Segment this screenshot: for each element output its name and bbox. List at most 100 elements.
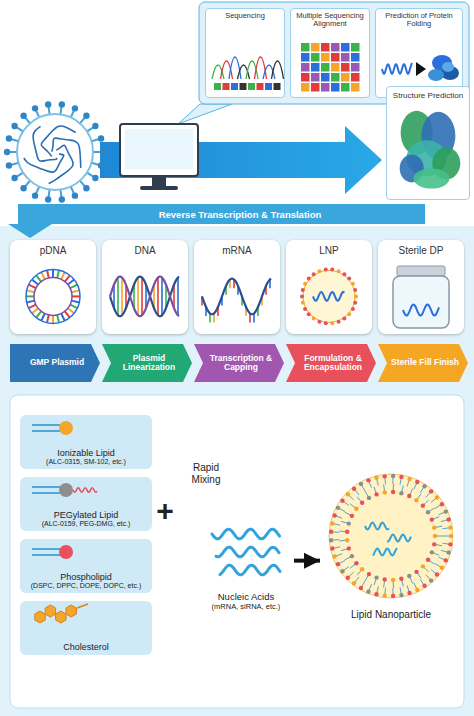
art-shape <box>65 275 70 281</box>
node-title: Sequencing <box>225 12 265 20</box>
band-arrow <box>8 204 425 238</box>
node-title: Structure Prediction <box>393 91 463 100</box>
art-shape <box>430 550 434 554</box>
art-shape <box>98 162 104 168</box>
art-shape <box>414 570 418 574</box>
art-shape <box>229 57 241 79</box>
art-shape <box>29 305 36 308</box>
art-shape <box>36 275 41 281</box>
art-shape <box>331 53 340 62</box>
art-shape <box>374 592 378 596</box>
art-shape <box>391 578 395 582</box>
art-shape <box>413 169 449 189</box>
art-shape <box>59 421 73 435</box>
art-shape <box>68 308 74 313</box>
art-shape <box>415 588 419 592</box>
art-shape <box>353 288 357 292</box>
text-holder: Ionizable Lipid(ALC-0315, SM-102, etc.) <box>20 415 152 469</box>
virus-illustration <box>4 101 106 202</box>
text-holder: Cholesterol <box>20 601 152 655</box>
art-shape <box>332 513 336 517</box>
art-shape <box>41 272 44 279</box>
art-shape <box>346 492 350 496</box>
node-title: Sterile Fill Finish <box>391 358 459 367</box>
art-shape <box>350 554 354 558</box>
art-shape <box>407 574 411 578</box>
art-shape <box>141 277 143 315</box>
art-shape <box>59 196 65 202</box>
node-illustration <box>320 472 462 622</box>
art-shape <box>331 43 340 52</box>
art-shape <box>435 495 439 499</box>
art-shape <box>347 521 351 525</box>
art-shape <box>321 83 330 92</box>
art-shape <box>345 530 349 534</box>
art-shape <box>32 492 60 494</box>
art-shape <box>341 63 350 72</box>
art-shape <box>330 521 334 525</box>
node-title: mRNA <box>222 245 251 256</box>
art-shape <box>342 272 346 276</box>
art-shape <box>329 530 333 534</box>
art-shape <box>383 474 387 478</box>
art-shape <box>340 569 344 573</box>
art-shape <box>329 474 453 598</box>
lipid-box: Cholesterol <box>20 601 152 655</box>
art-shape <box>432 525 436 529</box>
art-shape <box>354 294 358 298</box>
art-shape <box>407 494 411 498</box>
art-shape <box>421 503 425 507</box>
node-title: Lipid Nanoparticle <box>351 609 431 620</box>
process-step: GMP Plasmid <box>10 344 100 382</box>
art-shape <box>52 269 54 277</box>
art-shape <box>341 83 350 92</box>
art-shape <box>374 492 378 496</box>
text-holder: Structure Prediction <box>387 87 469 199</box>
process-panel <box>0 226 474 716</box>
node-title: LNP <box>319 245 338 256</box>
art-shape <box>257 83 264 90</box>
art-shape <box>440 502 444 506</box>
plus-sign: + <box>150 494 180 529</box>
node-title: Nucleic Acids <box>218 592 275 603</box>
art-shape <box>61 272 64 279</box>
art-shape <box>110 277 179 317</box>
art-shape <box>68 280 74 285</box>
node-title: Formulation & Encapsulation <box>298 354 368 373</box>
art-shape <box>240 83 247 90</box>
art-shape <box>11 175 17 181</box>
node-title: pDNA <box>40 245 67 256</box>
art-shape <box>430 517 434 521</box>
art-shape <box>72 290 80 292</box>
art-shape <box>157 277 159 315</box>
text-holder: Transcription & Capping <box>194 344 284 382</box>
art-shape <box>366 589 370 593</box>
art-shape <box>367 572 371 576</box>
art-shape <box>59 101 65 107</box>
art-shape <box>286 344 376 382</box>
art-shape <box>102 344 192 382</box>
art-shape <box>36 311 41 317</box>
art-shape <box>399 577 403 581</box>
art-shape <box>303 270 355 322</box>
art-shape <box>10 344 100 382</box>
art-shape <box>59 545 73 559</box>
art-shape <box>32 424 60 426</box>
art-shape <box>272 61 284 79</box>
art-shape <box>72 192 78 198</box>
art-shape <box>336 562 340 566</box>
art-shape <box>350 514 354 518</box>
lipid-box: Phospholipid(DSPC, DPPC, DOPE, DOPC, etc… <box>20 539 152 593</box>
art-shape <box>312 272 316 276</box>
art-shape <box>351 282 355 286</box>
node-title: Phospholipid <box>60 572 112 582</box>
art-shape <box>391 594 395 598</box>
art-shape <box>444 558 448 562</box>
art-shape <box>32 421 73 435</box>
art-shape <box>26 269 80 323</box>
art-shape <box>415 480 419 484</box>
art-shape <box>110 277 179 317</box>
art-shape <box>255 57 267 79</box>
art-shape <box>35 604 88 623</box>
art-shape <box>102 344 192 382</box>
